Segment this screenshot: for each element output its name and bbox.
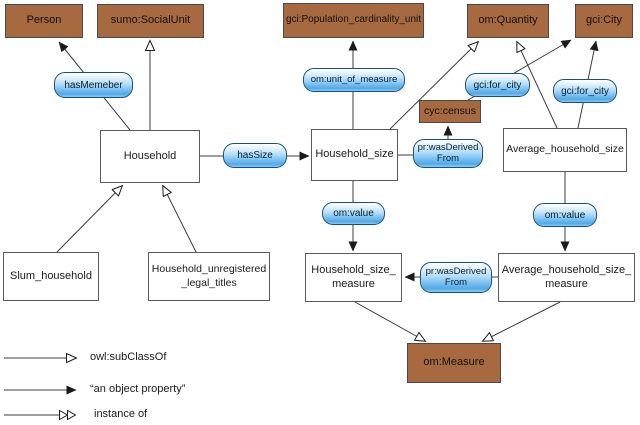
legend-instance-of-label: instance of [94, 408, 148, 420]
property-gci-for-city-right: gci:for_city [553, 79, 617, 103]
property-hasmemeber: hasMemeber [54, 72, 133, 98]
property-pr-wasderivedfrom-top: pr:wasDerived From [413, 139, 483, 168]
property-om-value-left: om:value [322, 202, 385, 225]
node-person: Person [5, 4, 83, 38]
property-om-unit-of-measure: om:unit_of_measure [303, 68, 405, 92]
node-gci-city: gci:City [575, 4, 633, 38]
property-pr-wasderivedfrom-bottom: pr:wasDerived From [420, 262, 492, 293]
property-om-value-right: om:value [533, 203, 597, 227]
node-household-unregistered-legal-titles: Household_unregistered _legal_titles [148, 252, 270, 301]
edge-hsm-ommeasure [354, 301, 425, 341]
legend-subclassof-label: owl:subClassOf [90, 351, 167, 363]
node-slum-household: Slum_household [3, 252, 99, 301]
edge-slum-household [56, 186, 122, 253]
edge-ahsm-ommeasure [483, 301, 561, 341]
legend-object-property-label: “an object property” [90, 383, 186, 395]
node-household-size: Household_size [311, 129, 398, 181]
property-gci-for-city-left: gci:for_city [465, 73, 530, 97]
node-average-household-size: Average_household_size [503, 128, 627, 172]
node-om-measure: om:Measure [407, 343, 501, 383]
node-household: Household [100, 130, 200, 183]
node-sumo-socialunit: sumo:SocialUnit [97, 4, 204, 38]
node-average-household-size-measure: Average_household_size_ measure [498, 253, 635, 302]
node-om-quantity: om:Quantity [467, 4, 549, 38]
node-gci-population-cardinality-unit: gci:Population_cardinality_unit [283, 3, 424, 38]
node-household-size-measure: Household_size_ measure [305, 253, 402, 302]
edge-unregistered-household [163, 186, 197, 253]
property-hassize: hasSize [223, 143, 287, 168]
node-cyc-census: cyc:census [419, 100, 481, 123]
